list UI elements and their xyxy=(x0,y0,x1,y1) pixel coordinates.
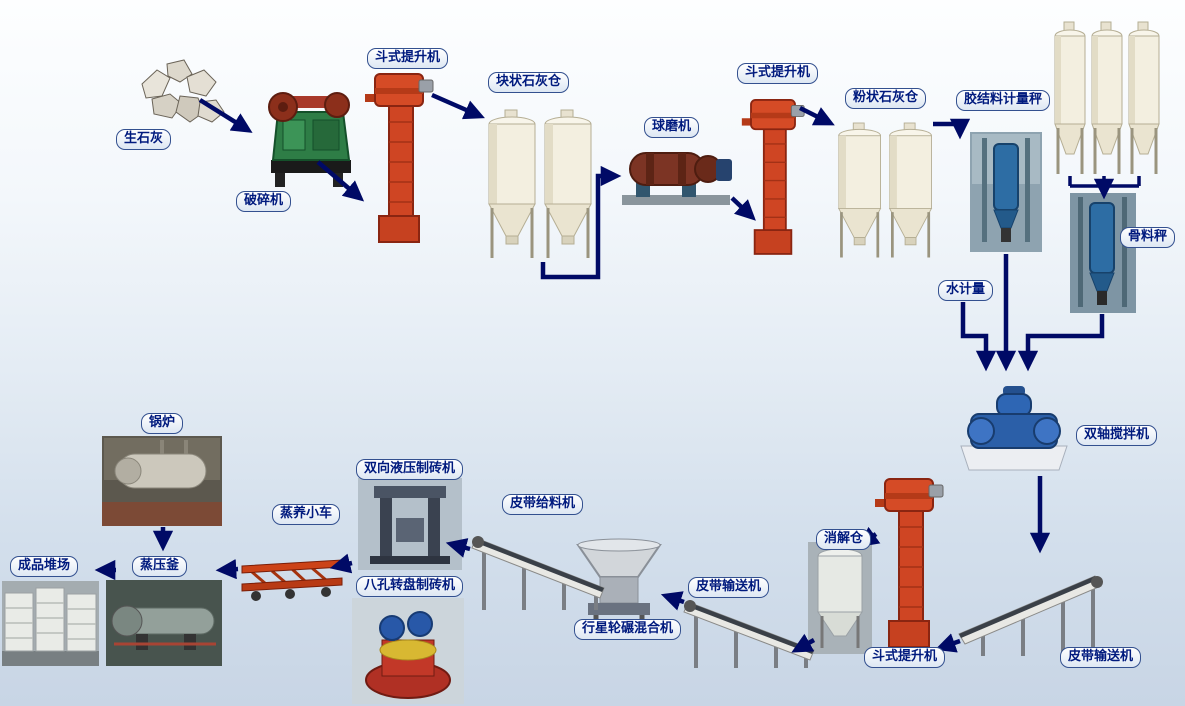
bucket-elevator-1-image xyxy=(363,68,435,246)
arrow-quicklime-to-crusher xyxy=(198,98,253,133)
label-bucket-elevator-2: 斗式提升机 xyxy=(737,63,819,84)
label-boiler: 锅炉 xyxy=(141,413,184,434)
rotary-press-icon xyxy=(352,598,464,704)
arrow-ball-mill-to-elevator2 xyxy=(730,196,756,221)
label-ball-mill: 球磨机 xyxy=(644,117,700,138)
hydraulic-press-icon xyxy=(358,478,462,570)
autoclave-image xyxy=(106,580,222,666)
aggregate-weigher-image xyxy=(1070,193,1136,313)
label-twin-shaft-mixer: 双轴搅拌机 xyxy=(1076,425,1158,446)
weighing-tank-icon xyxy=(970,132,1042,252)
label-bucket-elevator-3: 斗式提升机 xyxy=(864,647,946,668)
bucket-elevator-icon xyxy=(741,99,805,255)
boiler-icon xyxy=(102,436,222,526)
label-quicklime: 生石灰 xyxy=(116,129,172,150)
aggregate-silos-image xyxy=(1053,20,1163,180)
bucket-elevator-icon xyxy=(365,73,434,243)
label-aggregate-weigher: 骨料秤 xyxy=(1120,227,1176,248)
crusher-image xyxy=(255,82,365,194)
bucket-elevator-2-image xyxy=(740,86,806,266)
bucket-elevator-icon xyxy=(875,478,944,648)
silo-pair-icon xyxy=(488,109,592,258)
belt-conveyor-2-image xyxy=(680,584,822,674)
label-bucket-elevator-1: 斗式提升机 xyxy=(367,48,449,69)
arrow-crusher-to-elevator1 xyxy=(316,160,365,202)
belt-conveyor-icon xyxy=(683,600,815,668)
arrow-digestion-to-conveyor2 xyxy=(791,633,816,653)
arrow-aggregate-to-mixer xyxy=(1017,314,1105,372)
label-belt-conveyor-2: 皮带输送机 xyxy=(688,577,770,598)
boiler-image xyxy=(102,436,222,526)
arrow-conveyor1-to-elevator3 xyxy=(934,633,961,653)
label-hydraulic-press: 双向液压制砖机 xyxy=(356,459,464,480)
label-product-yard: 成品堆场 xyxy=(10,556,79,577)
label-powder-lime-silo: 粉状石灰仓 xyxy=(845,88,927,109)
label-autoclave: 蒸压釜 xyxy=(132,556,188,577)
powder-lime-silo-image xyxy=(836,118,936,268)
arrow-water-to-mixer xyxy=(960,302,997,372)
label-crusher: 破碎机 xyxy=(236,191,292,212)
rotary-press-image xyxy=(352,598,464,704)
arrow-elevator2-to-powder-silo xyxy=(798,105,835,126)
silo-icon xyxy=(808,542,872,654)
brick-stacks-icon xyxy=(2,581,99,666)
label-digestion-silo: 消解仓 xyxy=(816,529,872,550)
lump-lime-silo-image xyxy=(486,108,596,266)
arrow-conveyor2-to-planetary xyxy=(660,591,685,611)
curing-trolley-image xyxy=(238,546,346,606)
belt-conveyor-1-image xyxy=(953,556,1108,662)
aggregate-silos-manifold xyxy=(1068,176,1141,188)
quicklime-image xyxy=(132,52,232,130)
label-binder-weigher: 胶结料计量秤 xyxy=(956,90,1051,111)
silo-pair-icon xyxy=(837,122,933,258)
label-planetary-mixer: 行星轮碾混合机 xyxy=(574,619,682,640)
arrow-elevator1-to-lump-silo xyxy=(431,92,485,120)
belt-conveyor-icon xyxy=(471,536,605,610)
twin-shaft-mixer-image xyxy=(953,380,1075,474)
ball-mill-image xyxy=(616,133,736,213)
digestion-silo-image xyxy=(808,542,872,654)
label-belt-feeder: 皮带给料机 xyxy=(502,494,584,515)
binder-weigher-image xyxy=(970,132,1042,252)
label-curing-trolley: 蒸养小车 xyxy=(272,504,341,525)
arrow-lump-silo-to-ball-mill xyxy=(540,165,622,280)
belt-feeder-image xyxy=(466,516,612,616)
bucket-elevator-3-image xyxy=(866,473,952,651)
planetary-mixer-image xyxy=(566,537,672,627)
label-water-meter: 水计量 xyxy=(938,280,994,301)
rock-pile-icon xyxy=(141,59,225,123)
belt-conveyor-icon xyxy=(958,575,1103,656)
hydraulic-press-image xyxy=(358,478,462,570)
jaw-crusher-icon xyxy=(268,92,351,187)
label-rotary-press: 八孔转盘制砖机 xyxy=(356,576,464,597)
arrow-trolley-to-autoclave xyxy=(215,558,239,580)
mixer-icon xyxy=(960,386,1068,471)
ball-mill-icon xyxy=(622,152,732,205)
weighing-tank-icon xyxy=(1070,193,1136,313)
arrow-powder-silo-to-binder-weigher xyxy=(933,118,971,140)
label-lump-lime-silo: 块状石灰仓 xyxy=(488,72,570,93)
autoclave-icon xyxy=(106,580,222,666)
arrow-feeder-to-presses xyxy=(445,538,471,558)
silo-trio-icon xyxy=(1054,21,1160,174)
label-belt-conveyor-1: 皮带输送机 xyxy=(1060,647,1142,668)
trolley-icon xyxy=(241,559,343,601)
planetary-mixer-icon xyxy=(576,538,662,625)
arrow-presses-to-trolley xyxy=(329,553,353,574)
product-yard-image xyxy=(2,581,99,666)
